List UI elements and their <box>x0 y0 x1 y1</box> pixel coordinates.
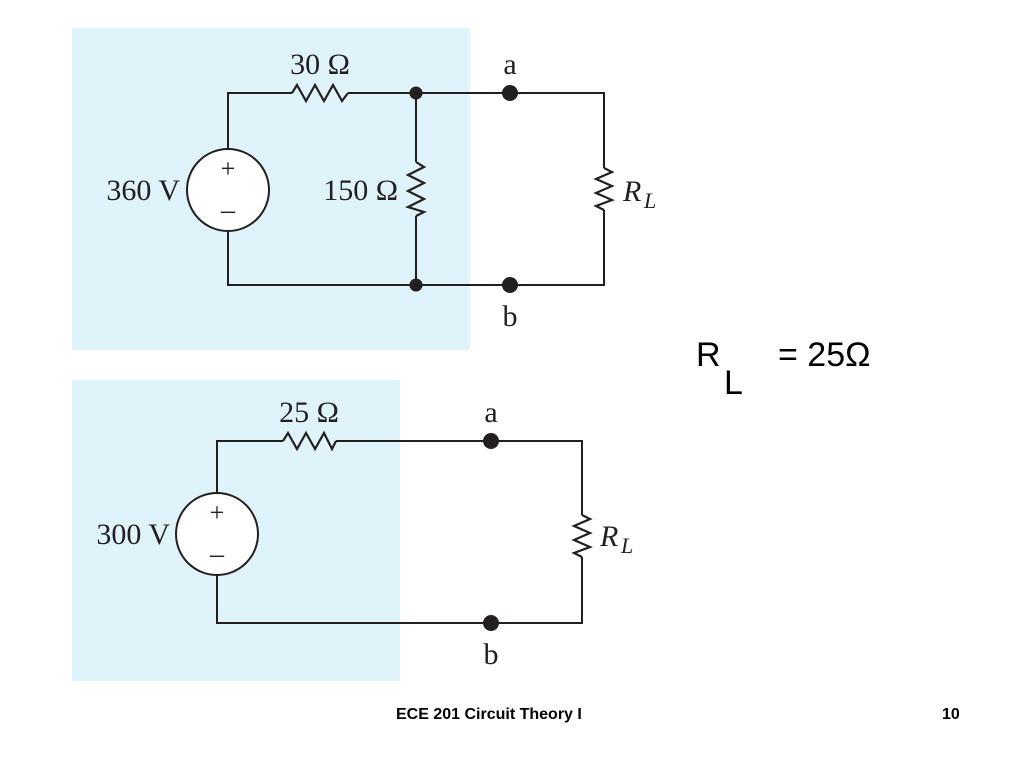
top-terminal-a-dot <box>502 85 518 101</box>
bottom-wire-top <box>336 440 583 515</box>
top-load-label-r: R <box>622 175 641 208</box>
bottom-terminal-a-dot <box>483 433 499 449</box>
load-resistor-rl-top <box>593 167 615 211</box>
load-resistor-rl-bottom <box>571 514 593 558</box>
top-node-lower-junction <box>409 278 423 292</box>
top-shunt-resistor-label: 150 Ω <box>323 174 398 207</box>
top-source-minus: – <box>220 195 236 226</box>
top-source-label: 360 V <box>106 174 180 207</box>
bottom-terminal-b-dot <box>483 615 499 631</box>
voltage-source-360v <box>186 148 270 232</box>
bottom-load-label-r: R <box>599 520 618 553</box>
footer-course-title: ECE 201 Circuit Theory I <box>396 706 582 723</box>
bottom-source-plus: + <box>210 498 225 527</box>
top-terminal-b-dot <box>502 277 518 293</box>
bottom-load-label-l: L <box>620 533 633 558</box>
top-node-upper-junction <box>409 86 423 100</box>
result-symbol: R <box>696 336 721 374</box>
result-subscript: L <box>724 364 743 402</box>
result-value: = 25Ω <box>778 336 871 374</box>
bottom-circuit: 25 Ω 300 V + – a b R L <box>96 396 633 671</box>
top-wire-left-upper <box>227 92 292 148</box>
thevenin-highlight-box-top <box>72 28 470 350</box>
resistor-30-ohm <box>291 82 349 104</box>
bottom-source-minus: – <box>209 539 225 570</box>
top-series-resistor-label: 30 Ω <box>290 48 350 81</box>
voltage-source-300v <box>175 492 259 576</box>
top-terminal-b-label: b <box>503 300 518 333</box>
footer-page-number: 10 <box>942 706 960 723</box>
bottom-terminal-a-label: a <box>484 396 497 429</box>
top-wire-top <box>348 92 605 168</box>
bottom-terminal-b-label: b <box>484 638 499 671</box>
bottom-wire-left-upper <box>216 440 283 492</box>
resistor-25-ohm <box>282 430 337 452</box>
top-load-label-l: L <box>643 188 656 213</box>
bottom-series-resistor-label: 25 Ω <box>279 396 339 429</box>
top-source-plus: + <box>221 154 236 183</box>
top-terminal-a-label: a <box>503 48 516 81</box>
resistor-150-ohm <box>405 161 427 217</box>
bottom-source-label: 300 V <box>96 518 170 551</box>
top-circuit: 30 Ω 150 Ω 360 V + – a b R L <box>106 48 656 333</box>
bottom-wire-bottom <box>216 557 583 624</box>
